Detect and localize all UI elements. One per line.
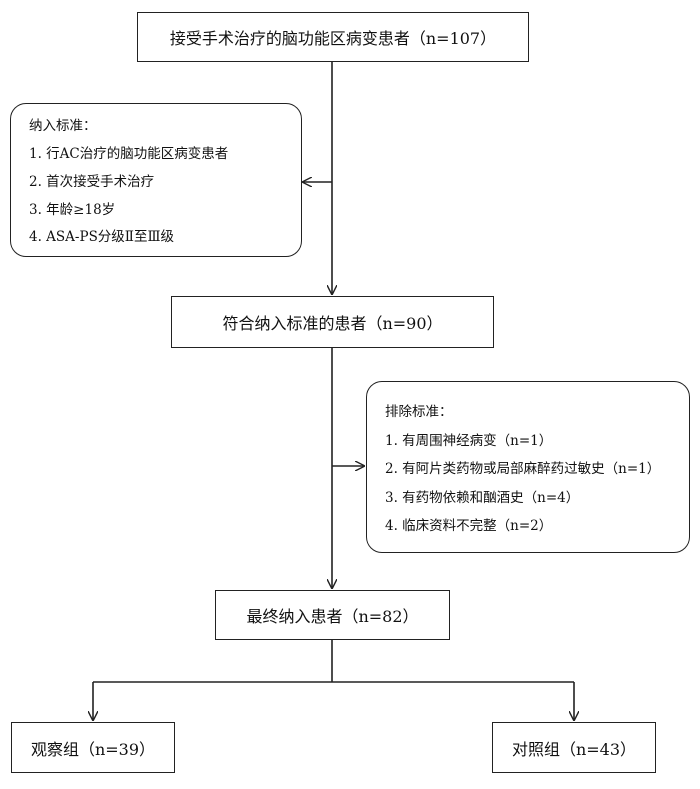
start-box-label: 接受手术治疗的脑功能区病变患者（n=107） <box>169 29 497 48</box>
exclusion-criteria-box: 排除标准： 1. 有周围神经病变（n=1） 2. 有阿片类药物或局部麻醉药过敏史… <box>366 381 690 553</box>
exclusion-item-3: 3. 有药物依赖和酗酒史（n=4） <box>385 490 580 506</box>
inclusion-item-2: 2. 首次接受手术治疗 <box>29 174 155 190</box>
exclusion-item-4: 4. 临床资料不完整（n=2） <box>385 518 553 534</box>
observation-group-label: 观察组（n=39） <box>30 739 156 759</box>
inclusion-item-3: 3. 年龄≥18岁 <box>29 202 116 218</box>
control-group-box: 对照组（n=43） <box>492 722 656 773</box>
inclusion-item-1: 1. 行AC治疗的脑功能区病变患者 <box>29 146 229 162</box>
observation-group-box: 观察组（n=39） <box>11 722 175 773</box>
final-box: 最终纳入患者（n=82） <box>215 590 450 640</box>
eligible-box: 符合纳入标准的患者（n=90） <box>171 296 494 348</box>
exclusion-item-2: 2. 有阿片类药物或局部麻醉药过敏史（n=1） <box>385 461 661 477</box>
eligible-box-label: 符合纳入标准的患者（n=90） <box>222 314 443 333</box>
start-box: 接受手术治疗的脑功能区病变患者（n=107） <box>137 12 529 62</box>
inclusion-item-4: 4. ASA-PS分级Ⅱ至Ⅲ级 <box>29 229 175 245</box>
final-box-label: 最终纳入患者（n=82） <box>246 607 419 626</box>
exclusion-title: 排除标准： <box>385 404 453 420</box>
inclusion-title: 纳入标准： <box>29 118 97 134</box>
control-group-label: 对照组（n=43） <box>511 739 637 759</box>
inclusion-criteria-box: 纳入标准： 1. 行AC治疗的脑功能区病变患者 2. 首次接受手术治疗 3. 年… <box>10 103 302 257</box>
exclusion-item-1: 1. 有周围神经病变（n=1） <box>385 433 553 449</box>
